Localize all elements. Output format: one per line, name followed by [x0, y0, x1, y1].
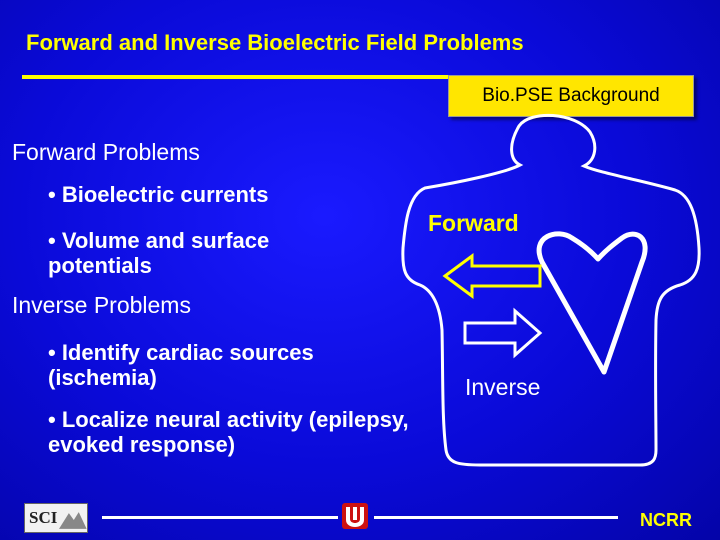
ncrr-label: NCRR [640, 510, 692, 530]
arrow-right-icon [463, 307, 543, 359]
torso-outline-icon [401, 113, 701, 467]
inverse-heading: Inverse Problems [12, 292, 191, 318]
forward-label: Forward [428, 210, 519, 236]
footer-rule-right [374, 516, 618, 519]
inverse-label: Inverse [465, 374, 541, 400]
inverse-bullet-1: • Identify cardiac sources (ischemia) [48, 340, 314, 390]
sci-logo-text: SCI [29, 508, 58, 527]
forward-heading: Forward Problems [12, 139, 200, 165]
inverse-bullet-2: • Localize neural activity (epilepsy, ev… [48, 407, 409, 457]
arrow-left-icon [442, 253, 542, 299]
mountain-icon [59, 512, 87, 529]
heart-outline-icon [536, 231, 648, 375]
title-underline [22, 75, 448, 79]
university-logo-icon [342, 503, 368, 529]
forward-bullet-1: • Bioelectric currents [48, 182, 269, 207]
forward-bullet-2: • Volume and surface potentials [48, 228, 270, 278]
footer-rule-left [102, 516, 338, 519]
sci-logo: SCI [24, 503, 88, 533]
slide-title: Forward and Inverse Bioelectric Field Pr… [26, 30, 524, 55]
section-badge: Bio.PSE Background [448, 75, 694, 117]
